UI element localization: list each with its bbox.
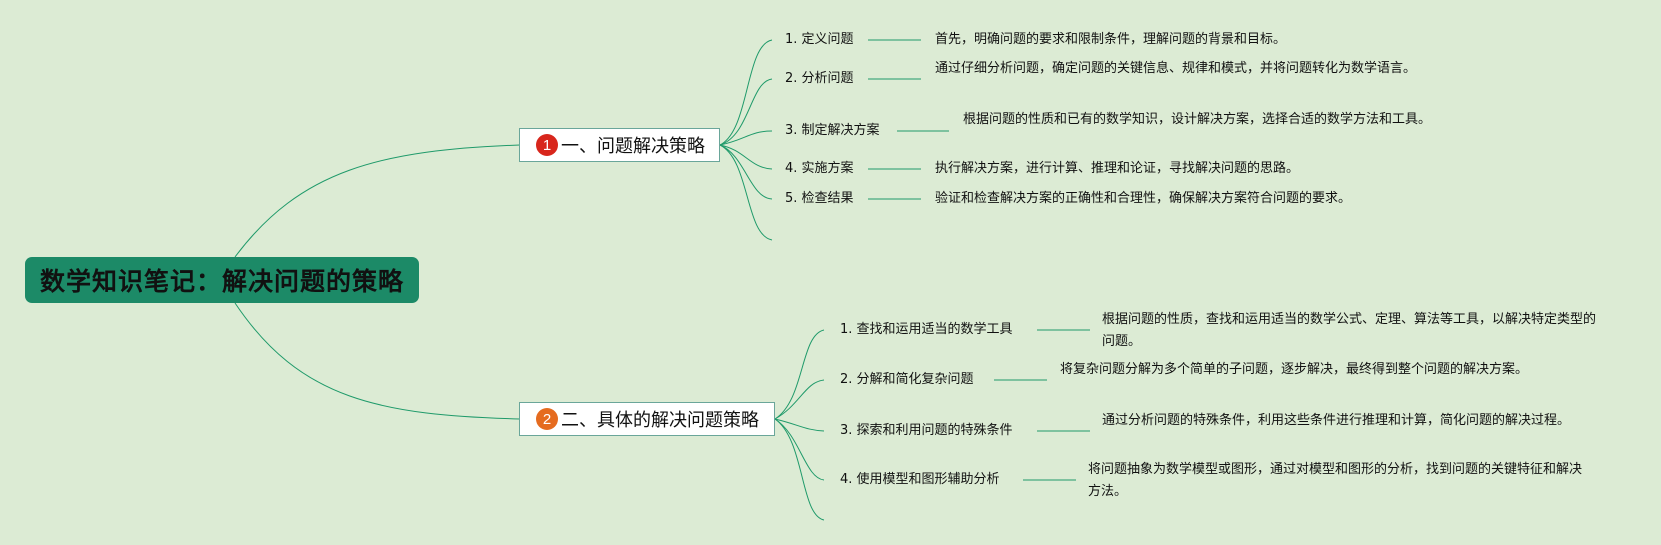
branch-problem-solving-strategy[interactable]: 1 一、问题解决策略 xyxy=(519,128,720,162)
subtopic-math-tools[interactable]: 1. 查找和运用适当的数学工具 xyxy=(840,322,1013,337)
priority-1-icon: 1 xyxy=(536,134,558,156)
subtopic-decompose-problem[interactable]: 2. 分解和简化复杂问题 xyxy=(840,372,974,387)
subtopic-implement-plan[interactable]: 4. 实施方案 xyxy=(785,161,854,176)
subtopic-analyze-problem[interactable]: 2. 分析问题 xyxy=(785,71,854,86)
branch-label: 一、问题解决策略 xyxy=(561,136,705,157)
subtopic-models-graphs[interactable]: 4. 使用模型和图形辅助分析 xyxy=(840,472,1000,487)
subtopic-check-result[interactable]: 5. 检查结果 xyxy=(785,191,854,206)
subtopic-description: 通过仔细分析问题，确定问题的关键信息、规律和模式，并将问题转化为数学语言。 xyxy=(935,61,1417,76)
subtopic-special-conditions[interactable]: 3. 探索和利用问题的特殊条件 xyxy=(840,423,1013,438)
subtopic-description: 通过分析问题的特殊条件，利用这些条件进行推理和计算，简化问题的解决过程。 xyxy=(1102,413,1571,428)
subtopic-description: 执行解决方案，进行计算、推理和论证，寻找解决问题的思路。 xyxy=(935,161,1300,176)
subtopic-make-plan[interactable]: 3. 制定解决方案 xyxy=(785,123,880,138)
subtopic-description: 将复杂问题分解为多个简单的子问题，逐步解决，最终得到整个问题的解决方案。 xyxy=(1060,362,1529,377)
subtopic-define-problem[interactable]: 1. 定义问题 xyxy=(785,32,854,47)
branch-specific-strategies[interactable]: 2 二、具体的解决问题策略 xyxy=(519,402,775,436)
branch-label: 二、具体的解决问题策略 xyxy=(561,410,759,431)
subtopic-description: 根据问题的性质，查找和运用适当的数学公式、定理、算法等工具，以解决特定类型的问题… xyxy=(1102,312,1597,349)
priority-2-icon: 2 xyxy=(536,408,558,430)
root-topic[interactable]: 数学知识笔记：解决问题的策略 xyxy=(25,257,419,303)
root-branch1-link xyxy=(234,144,521,258)
root-branch2-link xyxy=(234,302,521,420)
subtopic-description: 首先，明确问题的要求和限制条件，理解问题的背景和目标。 xyxy=(935,32,1287,47)
subtopic-description: 验证和检查解决方案的正确性和合理性，确保解决方案符合问题的要求。 xyxy=(935,191,1352,206)
subtopic-description: 将问题抽象为数学模型或图形，通过对模型和图形的分析，找到问题的关键特征和解决方法… xyxy=(1088,462,1583,499)
subtopic-description: 根据问题的性质和已有的数学知识，设计解决方案，选择合适的数学方法和工具。 xyxy=(963,112,1432,127)
